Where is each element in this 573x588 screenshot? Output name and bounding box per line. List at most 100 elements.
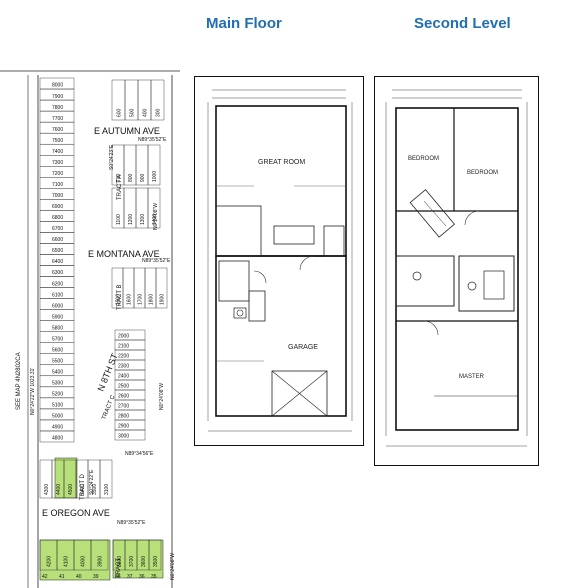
lower-lot-number: 4500	[68, 484, 74, 495]
street-autumn: E AUTUMN AVE	[94, 126, 160, 136]
mid-lot-number: 3000	[118, 434, 129, 440]
left-lot-number: 7300	[52, 160, 63, 166]
autumn-lot-number: 1200	[128, 214, 134, 225]
left-lot-number: 8000	[52, 83, 63, 89]
green-lot-number: 38	[115, 574, 121, 580]
bearing-label: N89°34'56"E	[125, 451, 154, 457]
left-lot-number: 6800	[52, 215, 63, 221]
autumn-lot-number: 700	[116, 173, 122, 182]
garage-label: GARAGE	[288, 344, 318, 351]
lower-lot-number: 3100	[104, 484, 110, 495]
street-oregon: E OREGON AVE	[42, 508, 110, 518]
top-lot-number: 600	[117, 108, 123, 117]
green-lot-number: 3900	[98, 556, 104, 567]
green-lot-number: 3500	[153, 556, 159, 567]
bearing-label: N89°35'52"E	[138, 137, 167, 143]
bearing-label: N0°24'08"W	[170, 553, 176, 580]
tract-e-label: TRACT	[116, 558, 122, 578]
great-room-label: GREAT ROOM	[258, 159, 305, 166]
mid-lot-number: 2100	[118, 344, 129, 350]
left-lot-number: 6700	[52, 226, 63, 232]
second-level-plan: BEDROOM BEDROOM MASTER	[374, 76, 539, 466]
mid-lot-number: 2900	[118, 424, 129, 430]
lower-lot-number: 4400	[56, 484, 62, 495]
left-lot-number: 4900	[52, 425, 63, 431]
green-lot-number: 42	[42, 574, 48, 580]
left-lot-number: 6400	[52, 259, 63, 265]
bearing-label: N89°35'52"E	[117, 520, 146, 526]
left-lot-number: 6600	[52, 237, 63, 243]
left-lot-number: 7600	[52, 127, 63, 133]
green-lot-number: 41	[59, 574, 65, 580]
tract-b-label: TRACT B	[117, 284, 123, 310]
montana-lot-number: 1500	[116, 294, 122, 305]
bearing-label: N89°35'52"E	[142, 258, 171, 264]
left-lot-number: 6100	[52, 292, 63, 298]
autumn-lot	[147, 187, 161, 229]
green-lot-number: 3600	[141, 556, 147, 567]
green-lot-number: 36	[139, 574, 145, 580]
master-label: MASTER	[459, 374, 485, 380]
top-lot-number: 500	[130, 108, 136, 117]
left-lot-number: 7200	[52, 171, 63, 177]
left-lot-number: 6500	[52, 248, 63, 254]
mid-lot-number: 2600	[118, 394, 129, 400]
left-lot-number: 7800	[52, 105, 63, 111]
lower-lot-number: 4300	[44, 484, 50, 495]
left-lot-number: 7700	[52, 116, 63, 122]
lower-lot	[99, 459, 113, 499]
bearing-label: S0°24'22"E	[89, 469, 95, 495]
green-lot-number: 39	[93, 574, 99, 580]
green-lot-number: 40	[76, 574, 82, 580]
bearing-label: N0°24'22"W 1023.31'	[30, 368, 36, 415]
mid-lot-number: 2700	[118, 404, 129, 410]
lower-lot-number: 3400	[80, 484, 86, 495]
green-lot	[148, 539, 162, 571]
green-lot-number: 4000	[81, 556, 87, 567]
autumn-lot	[147, 144, 161, 186]
left-lot-number: 5800	[52, 325, 63, 331]
top-lot-number: 400	[143, 108, 149, 117]
second-level-title: Second Level	[414, 15, 511, 32]
autumn-lot-number: 1400	[152, 214, 158, 225]
left-lot	[39, 430, 75, 443]
street-eighth: N 8TH ST	[96, 351, 120, 392]
left-lot-number: 7900	[52, 94, 63, 100]
mid-lot-number: 2500	[118, 384, 129, 390]
mid-lot-number: 2000	[118, 334, 129, 340]
left-lot-number: 7400	[52, 149, 63, 155]
autumn-lot-number: 800	[128, 173, 134, 182]
montana-lot	[155, 267, 168, 309]
left-lot-number: 4800	[52, 436, 63, 442]
left-lot-number: 5200	[52, 392, 63, 398]
left-lot-number: 6300	[52, 270, 63, 276]
top-lot	[150, 79, 165, 121]
autumn-lot-number: 1000	[152, 171, 158, 182]
green-lot	[90, 539, 109, 571]
green-lot-number: 37	[127, 574, 133, 580]
montana-lot-number: 1900	[160, 294, 166, 305]
left-lot-number: 7500	[52, 138, 63, 144]
autumn-lot-number: 900	[140, 173, 146, 182]
left-lot-number: 5500	[52, 358, 63, 364]
mid-lot-number: 2200	[118, 354, 129, 360]
left-lot-number: 7100	[52, 182, 63, 188]
lower-lot-number: 3500	[92, 484, 98, 495]
left-lot-number: 5100	[52, 403, 63, 409]
mid-lot	[114, 429, 146, 441]
left-lot-column: 8000 7900 7800 7700 7600 7500 7400 7300 7200 7100…	[39, 77, 75, 443]
montana-lot-number: 1600	[127, 294, 133, 305]
tract-c-label: TRACT C	[101, 394, 117, 421]
green-lot-number: 3700	[129, 556, 135, 567]
left-lot-number: 5000	[52, 414, 63, 420]
bedroom-right-label: BEDROOM	[467, 170, 498, 176]
green-lot-number: 3800	[117, 556, 123, 567]
left-lot-number: 5400	[52, 370, 63, 376]
bearing-label: N0°24'08"W	[159, 383, 165, 410]
montana-lot-number: 1800	[149, 294, 155, 305]
see-map-label: SEE MAP 4N2802CA	[16, 352, 22, 410]
left-lot-number: 6200	[52, 281, 63, 287]
